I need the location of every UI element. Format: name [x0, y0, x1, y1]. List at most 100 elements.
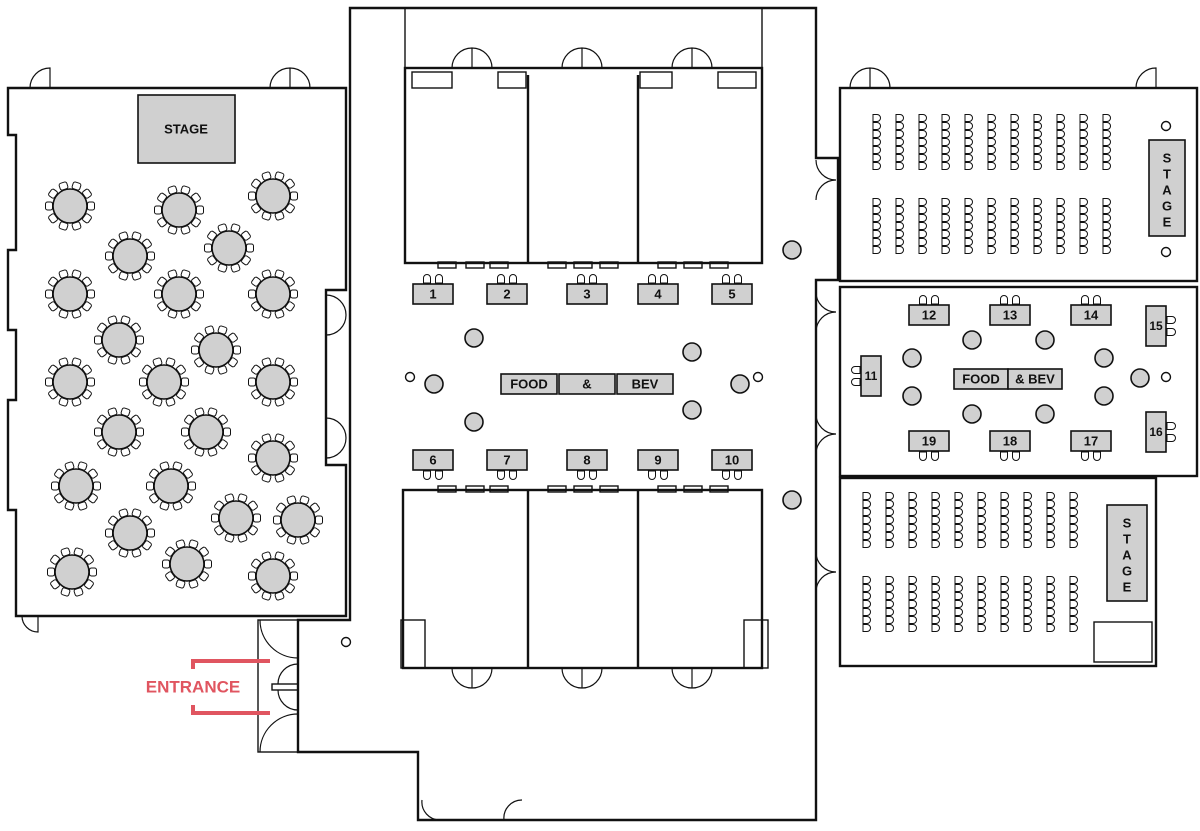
theater-seat	[872, 230, 881, 238]
booth-17[interactable]: 17	[1070, 430, 1112, 452]
svg-text:18: 18	[1003, 434, 1017, 449]
theater-seat	[977, 584, 986, 592]
theater-seat	[895, 146, 904, 154]
stage-left-label: STAGE	[164, 122, 208, 137]
theater-seat	[1010, 162, 1019, 170]
theater-seat	[1079, 198, 1088, 206]
booth-14[interactable]: 14	[1070, 304, 1112, 326]
booth-1[interactable]: 1	[412, 283, 454, 305]
theater-seat	[885, 576, 894, 584]
theater-seat	[1046, 624, 1055, 632]
theater-seat	[977, 616, 986, 624]
booth-8[interactable]: 8	[566, 449, 608, 471]
booth-10[interactable]: 10	[711, 449, 753, 471]
booth-chair	[1166, 316, 1176, 324]
booth-chair	[1000, 451, 1008, 461]
booth-11[interactable]: 11	[860, 355, 882, 397]
theater-seat	[931, 616, 940, 624]
round-table	[45, 269, 95, 319]
theater-seat	[1046, 600, 1055, 608]
food-label-right: FOOD	[962, 372, 1000, 387]
theater-seat	[862, 540, 871, 548]
theater-seat	[1102, 222, 1111, 230]
theater-seat	[918, 162, 927, 170]
theater-seat	[1079, 154, 1088, 162]
booth-6[interactable]: 6	[412, 449, 454, 471]
theater-seat	[954, 500, 963, 508]
booth-16[interactable]: 16	[1145, 411, 1167, 453]
theater-seat	[918, 130, 927, 138]
booth-chair	[509, 274, 517, 284]
theater-seat	[1079, 238, 1088, 246]
stage-right-bottom-letter-1: S	[1123, 516, 1132, 531]
theater-seat	[1033, 222, 1042, 230]
theater-seat	[1102, 206, 1111, 214]
theater-seat	[1010, 214, 1019, 222]
theater-seat	[1023, 600, 1032, 608]
theater-seat	[1033, 246, 1042, 254]
round-table	[204, 223, 254, 273]
booth-chair	[577, 470, 585, 480]
theater-seat	[1000, 608, 1009, 616]
booth-18[interactable]: 18	[989, 430, 1031, 452]
theater-seat	[1069, 576, 1078, 584]
theater-seat	[895, 162, 904, 170]
booth-chair	[435, 274, 443, 284]
svg-text:5: 5	[728, 287, 735, 302]
booth-5[interactable]: 5	[711, 283, 753, 305]
theater-seat	[954, 516, 963, 524]
theater-seat	[1046, 608, 1055, 616]
theater-seat	[1000, 516, 1009, 524]
theater-seat	[964, 230, 973, 238]
booth-9[interactable]: 9	[637, 449, 679, 471]
booth-4[interactable]: 4	[637, 283, 679, 305]
theater-seat	[885, 516, 894, 524]
bev-counter-right	[1007, 368, 1063, 390]
theater-seat	[931, 584, 940, 592]
theater-seat	[918, 206, 927, 214]
booth-15[interactable]: 15	[1145, 305, 1167, 347]
theater-seat	[931, 600, 940, 608]
theater-seat	[1056, 198, 1065, 206]
theater-seat	[931, 524, 940, 532]
theater-seat	[895, 230, 904, 238]
theater-seat	[862, 524, 871, 532]
booth-chair	[423, 470, 431, 480]
booth-7[interactable]: 7	[486, 449, 528, 471]
theater-seat	[1102, 130, 1111, 138]
amp-counter	[558, 373, 616, 395]
entrance-bracket	[191, 659, 270, 715]
booth-19[interactable]: 19	[908, 430, 950, 452]
theater-seat	[1000, 592, 1009, 600]
theater-seat	[1046, 576, 1055, 584]
theater-seat	[885, 532, 894, 540]
theater-seat	[1033, 162, 1042, 170]
theater-seat	[954, 616, 963, 624]
theater-seat	[977, 576, 986, 584]
theater-seat	[964, 114, 973, 122]
booth-3[interactable]: 3	[566, 283, 608, 305]
round-table	[273, 495, 323, 545]
theater-seat	[1069, 532, 1078, 540]
round-table	[248, 171, 298, 221]
booth-12[interactable]: 12	[908, 304, 950, 326]
theater-seat	[872, 130, 881, 138]
booth-chair	[734, 470, 742, 480]
theater-seat	[872, 162, 881, 170]
theater-seat	[987, 246, 996, 254]
theater-seat	[1023, 608, 1032, 616]
theater-seat	[895, 122, 904, 130]
theater-seat	[918, 214, 927, 222]
theater-seat	[1023, 508, 1032, 516]
booth-2[interactable]: 2	[486, 283, 528, 305]
theater-seat	[964, 138, 973, 146]
theater-seat	[1046, 616, 1055, 624]
theater-seat	[862, 508, 871, 516]
svg-text:2: 2	[503, 287, 510, 302]
theater-seat	[1033, 214, 1042, 222]
booth-chair	[660, 274, 668, 284]
booth-13[interactable]: 13	[989, 304, 1031, 326]
theater-seat	[1079, 130, 1088, 138]
theater-seat	[931, 492, 940, 500]
theater-seat	[918, 122, 927, 130]
